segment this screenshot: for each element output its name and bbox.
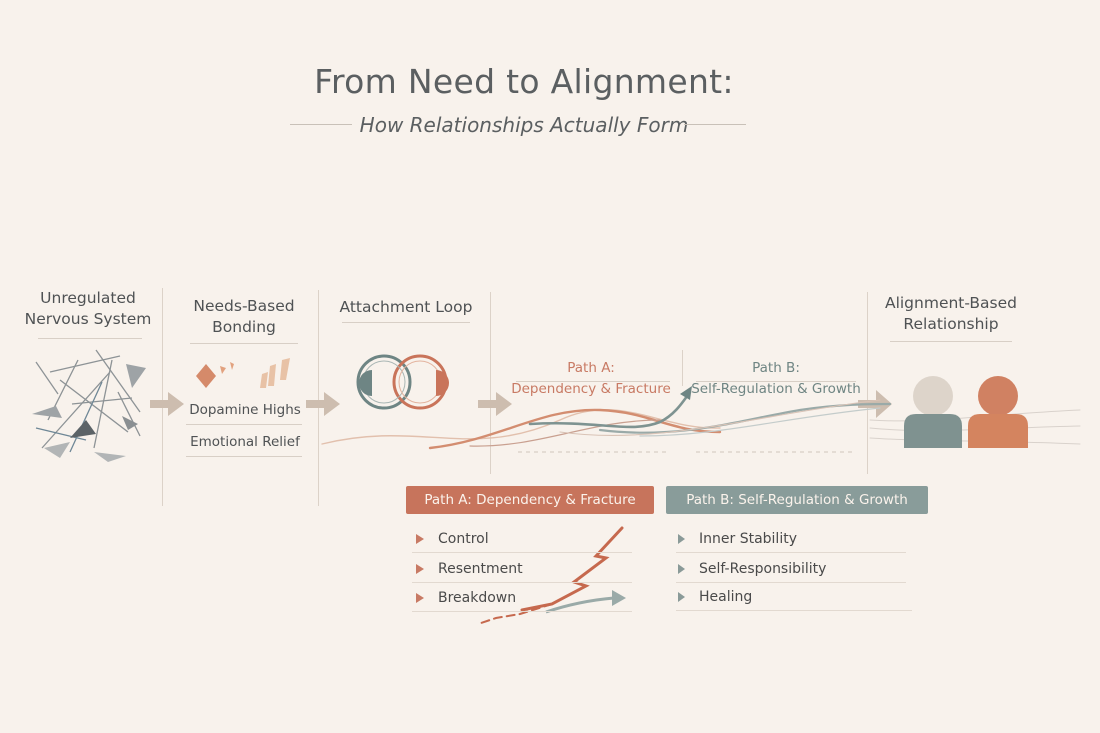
stage-rule (890, 341, 1012, 342)
page-subtitle: How Relationships Actually Form (359, 113, 689, 137)
stage-rule (190, 343, 298, 344)
person-icon (968, 376, 1028, 448)
path-b-heading-text: Path B: Self-Regulation & Growth (691, 359, 861, 398)
item-rule (412, 552, 632, 553)
path-b-banner: Path B: Self-Regulation & Growth (666, 486, 928, 514)
item-rule (676, 582, 906, 583)
item-rule (186, 456, 302, 457)
path-b-heading: Path B: Self-Regulation & Growth (690, 336, 862, 401)
bullet-triangle-icon (416, 534, 424, 544)
chaos-lines-icon (35, 349, 141, 453)
spark-icon (196, 358, 290, 388)
path-divider (682, 350, 683, 386)
path-a-item: Control (416, 528, 489, 550)
chaos-shards-icon (32, 364, 146, 462)
bullet-triangle-icon (678, 564, 685, 574)
person-icon (904, 376, 962, 448)
path-a-item: Breakdown (416, 587, 516, 609)
bullet-triangle-icon (416, 593, 424, 603)
page-title: From Need to Alignment: (314, 62, 734, 101)
attachment-loop-icon (356, 354, 449, 410)
bonding-item: Emotional Relief (190, 434, 300, 450)
stage-rule (38, 338, 142, 339)
bullet-triangle-icon (678, 592, 685, 602)
healing-arrow-icon (545, 590, 626, 614)
path-b-item-label: Self-Responsibility (699, 561, 827, 577)
path-b-arrowhead-icon (680, 386, 692, 400)
subtitle-rule-left (290, 124, 352, 125)
item-rule (412, 611, 632, 612)
path-heading-rule (516, 381, 670, 382)
subtitle-rule-right (684, 124, 746, 125)
item-rule (676, 552, 906, 553)
column-divider (162, 288, 163, 506)
bullet-triangle-icon (678, 534, 685, 544)
path-a-heading-text: Path A: Dependency & Fracture (511, 359, 671, 398)
path-a-item-label: Breakdown (438, 590, 517, 606)
path-b-item: Self-Responsibility (678, 558, 826, 580)
stage-rule (342, 322, 470, 323)
stage-alignment-based-relationship: Alignment-Based Relationship (884, 294, 1018, 333)
item-rule (186, 424, 302, 425)
path-heading-rule (696, 381, 856, 382)
item-rule (412, 582, 632, 583)
path-a-heading: Path A: Dependency & Fracture (508, 336, 674, 401)
column-divider (490, 292, 491, 474)
stage-unregulated-nervous-system: Unregulated Nervous System (24, 289, 152, 328)
column-divider (318, 290, 319, 506)
bonding-item: Dopamine Highs (189, 402, 301, 418)
stage-attachment-loop: Attachment Loop (339, 298, 473, 316)
stage-needs-based-bonding: Needs-Based Bonding (193, 297, 295, 336)
path-a-item-label: Control (438, 531, 489, 547)
path-a-item-label: Resentment (438, 561, 523, 577)
path-b-item: Inner Stability (678, 528, 797, 550)
path-b-item-label: Healing (699, 589, 753, 605)
column-divider (867, 292, 868, 474)
path-b-item-label: Inner Stability (699, 531, 797, 547)
bullet-triangle-icon (416, 564, 424, 574)
path-waves (321, 390, 1081, 450)
item-rule (676, 610, 912, 611)
path-a-item: Resentment (416, 558, 523, 580)
path-b-item: Healing (678, 586, 752, 608)
path-a-banner: Path A: Dependency & Fracture (406, 486, 654, 514)
